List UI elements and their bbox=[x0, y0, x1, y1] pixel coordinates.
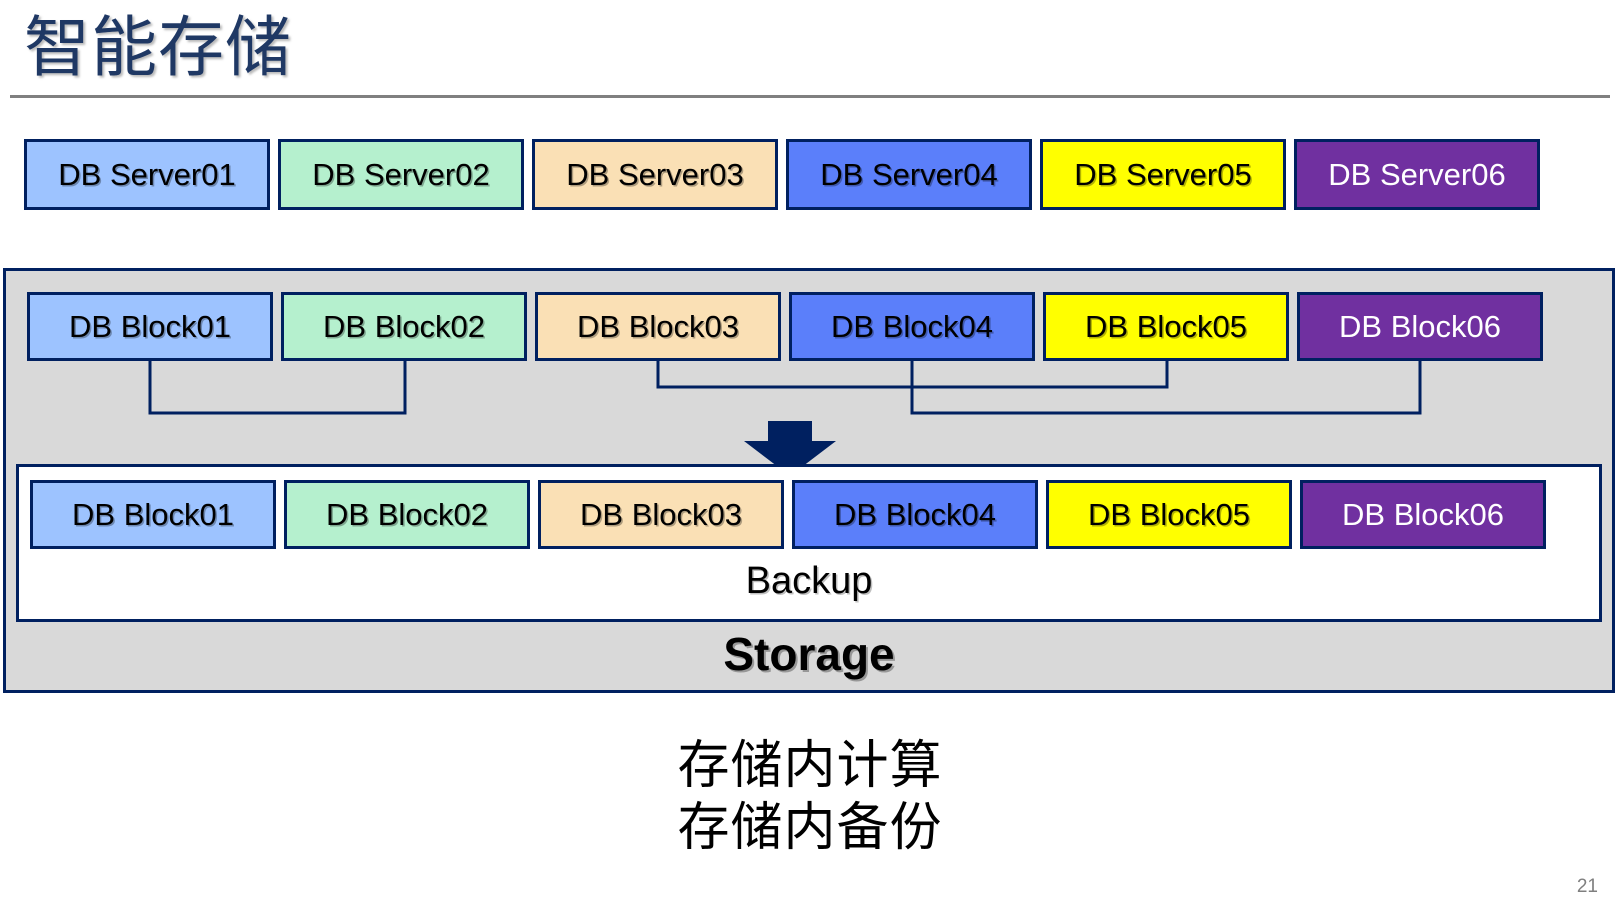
db-backup-block-box-4[interactable]: DB Block04 bbox=[792, 480, 1038, 549]
db-server-box-5[interactable]: DB Server05 bbox=[1040, 139, 1286, 210]
db-server-box-2[interactable]: DB Server02 bbox=[278, 139, 524, 210]
db-block-box-6[interactable]: DB Block06 bbox=[1297, 292, 1543, 361]
page-title: 智能存储 bbox=[24, 10, 292, 84]
db-block-box-3[interactable]: DB Block03 bbox=[535, 292, 781, 361]
db-block-box-label: DB Block05 bbox=[1085, 309, 1247, 344]
storage-label: Storage bbox=[723, 628, 895, 680]
backup-panel: Backup DB Block01 DB Block02 DB Block03 DB … bbox=[16, 464, 1602, 622]
db-block-box-label: DB Block02 bbox=[323, 309, 485, 344]
page-number: 21 bbox=[1576, 876, 1598, 897]
db-server-box-label: DB Server04 bbox=[820, 157, 998, 192]
db-server-box-label: DB Server05 bbox=[1074, 157, 1252, 192]
db-backup-block-box-5[interactable]: DB Block05 bbox=[1046, 480, 1292, 549]
db-backup-block-box-2[interactable]: DB Block02 bbox=[284, 480, 530, 549]
db-block-box-1[interactable]: DB Block01 bbox=[27, 292, 273, 361]
db-backup-block-box-1[interactable]: DB Block01 bbox=[30, 480, 276, 549]
db-server-box-label: DB Server01 bbox=[58, 157, 236, 192]
caption-block: 存储内计算 存储内备份 bbox=[0, 735, 1620, 859]
db-server-box-label: DB Server03 bbox=[566, 157, 744, 192]
db-backup-block-box-label: DB Block01 bbox=[72, 497, 234, 532]
db-block-box-5[interactable]: DB Block05 bbox=[1043, 292, 1289, 361]
db-block-box-2[interactable]: DB Block02 bbox=[281, 292, 527, 361]
db-server-box-6[interactable]: DB Server06 bbox=[1294, 139, 1540, 210]
db-block-box-label: DB Block04 bbox=[831, 309, 993, 344]
db-backup-block-box-label: DB Block02 bbox=[326, 497, 488, 532]
db-block-box-label: DB Block01 bbox=[69, 309, 231, 344]
db-backup-block-box-3[interactable]: DB Block03 bbox=[538, 480, 784, 549]
storage-panel: Backup DB Block01 DB Block02 DB Block03 DB … bbox=[3, 268, 1615, 693]
db-backup-block-box-label: DB Block04 bbox=[834, 497, 996, 532]
db-block-box-4[interactable]: DB Block04 bbox=[789, 292, 1035, 361]
db-backup-block-box-6[interactable]: DB Block06 bbox=[1300, 480, 1546, 549]
backup-label: Backup bbox=[745, 560, 873, 602]
db-server-box-label: DB Server02 bbox=[312, 157, 490, 192]
db-server-box-3[interactable]: DB Server03 bbox=[532, 139, 778, 210]
db-block-box-label: DB Block06 bbox=[1339, 309, 1501, 344]
title-divider bbox=[10, 95, 1610, 98]
db-backup-block-box-label: DB Block06 bbox=[1342, 497, 1504, 532]
db-server-box-4[interactable]: DB Server04 bbox=[786, 139, 1032, 210]
caption-line-1: 存储内计算 bbox=[677, 737, 943, 795]
db-backup-block-box-label: DB Block03 bbox=[580, 497, 742, 532]
db-server-box-1[interactable]: DB Server01 bbox=[24, 139, 270, 210]
caption-line-2: 存储内备份 bbox=[677, 799, 943, 857]
db-block-box-label: DB Block03 bbox=[577, 309, 739, 344]
db-backup-block-box-label: DB Block05 bbox=[1088, 497, 1250, 532]
db-server-box-label: DB Server06 bbox=[1328, 157, 1506, 192]
